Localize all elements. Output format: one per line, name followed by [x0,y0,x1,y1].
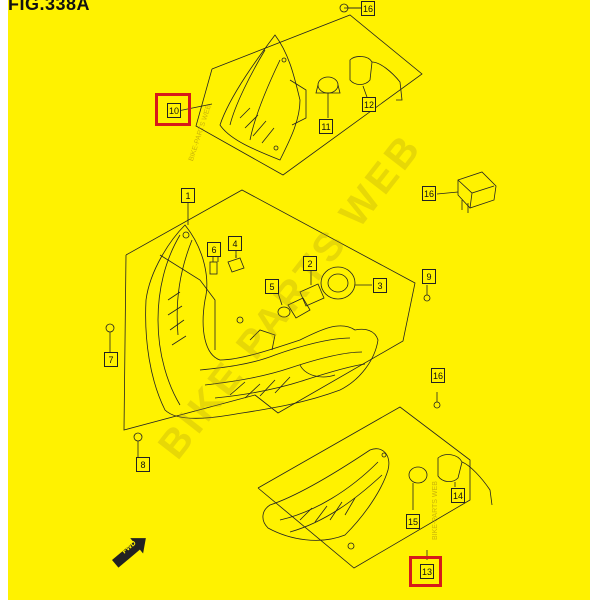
callout-8[interactable]: 8 [136,457,150,472]
top-group-frame [195,14,423,176]
turn-signal-top-drawing [172,34,403,161]
callout-17[interactable]: 16 [422,186,436,201]
callout-16-top[interactable]: 16 [361,1,375,16]
callout-4[interactable]: 4 [228,236,242,251]
callout-16-bottom[interactable]: 16 [431,368,445,383]
highlight-part-13 [409,556,442,587]
callout-2[interactable]: 2 [303,256,317,271]
callout-14[interactable]: 14 [451,488,465,503]
callout-12[interactable]: 12 [362,97,376,112]
headlight-assembly-drawing [145,203,379,419]
callout-5[interactable]: 5 [265,279,279,294]
callout-9[interactable]: 9 [422,269,436,284]
callout-7[interactable]: 7 [104,352,118,367]
callout-15[interactable]: 15 [406,514,420,529]
forward-arrow [112,538,146,568]
figure-title: FIG.338A [8,0,91,14]
callout-10[interactable]: 10 [167,103,181,118]
relay-drawing [436,171,497,213]
callout-1[interactable]: 1 [181,188,195,203]
highlight-part-10 [155,93,191,126]
callout-13[interactable]: 13 [420,564,434,579]
turn-signal-bottom-drawing [262,448,493,560]
callout-11[interactable]: 11 [319,119,333,134]
callout-6[interactable]: 6 [207,242,221,257]
callout-3[interactable]: 3 [373,278,387,293]
watermark-small-bottom: BIKE-PARTS WEB [432,481,439,540]
headlight-group-frame [123,189,416,431]
bottom-group-frame [257,406,471,569]
